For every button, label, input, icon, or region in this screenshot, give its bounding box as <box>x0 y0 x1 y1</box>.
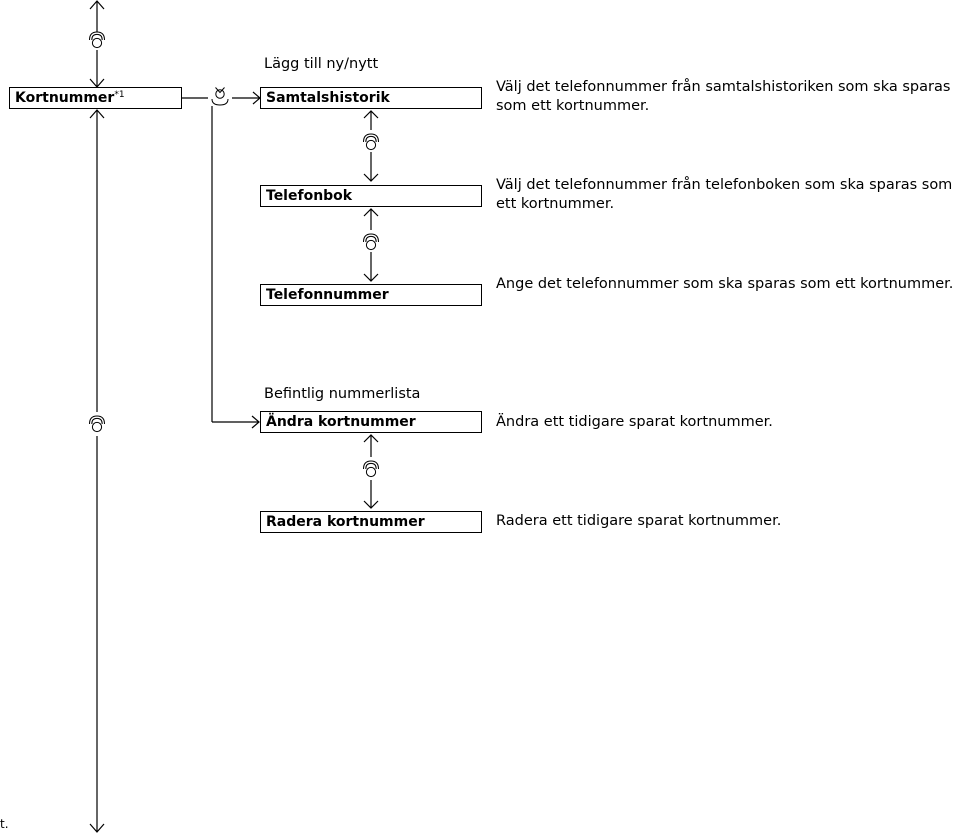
arrow-head <box>363 500 379 509</box>
rotate-knob-icon <box>89 415 105 433</box>
arrow-head <box>89 0 105 10</box>
group-title: Lägg till ny/nytt <box>264 56 379 72</box>
arrow-head <box>89 823 105 833</box>
edge-text-fragment: t. <box>0 817 9 831</box>
menu-item-description: Ange det telefonnummer som ska sparas so… <box>496 276 954 292</box>
arrow-head <box>363 173 379 182</box>
root-menu-box: Kortnummer*1 <box>9 87 182 109</box>
arrow-head <box>363 273 379 282</box>
menu-item-box: Samtalshistorik <box>260 87 482 109</box>
arrow-head <box>89 109 105 119</box>
group-title: Befintlig nummerlista <box>264 386 421 402</box>
menu-item-box: Radera kortnummer <box>260 511 482 533</box>
root-menu-label: Kortnummer <box>15 90 115 106</box>
menu-item-description: Välj det telefonnummer från samtalshisto… <box>496 79 951 114</box>
rotate-knob-icon <box>89 31 105 49</box>
arrow-head <box>363 208 379 217</box>
menu-item-box: Telefonnummer <box>260 284 482 306</box>
footnote-marker: *1 <box>114 90 125 100</box>
menu-item-description: Radera ett tidigare sparat kortnummer. <box>496 513 782 529</box>
arrow-head <box>251 415 260 429</box>
menu-item-box: Ändra kortnummer <box>260 411 482 433</box>
menu-item-box: Telefonbok <box>260 185 482 207</box>
arrow-head <box>363 434 379 443</box>
rotate-knob-icon <box>363 460 379 478</box>
press-knob-icon <box>211 87 229 106</box>
rotate-knob-icon <box>363 233 379 251</box>
menu-item-description: Välj det telefonnummer från telefonboken… <box>496 177 953 212</box>
rotate-knob-icon <box>363 133 379 151</box>
arrow-head <box>363 110 379 119</box>
menu-item-description: Ändra ett tidigare sparat kortnummer. <box>496 414 773 430</box>
